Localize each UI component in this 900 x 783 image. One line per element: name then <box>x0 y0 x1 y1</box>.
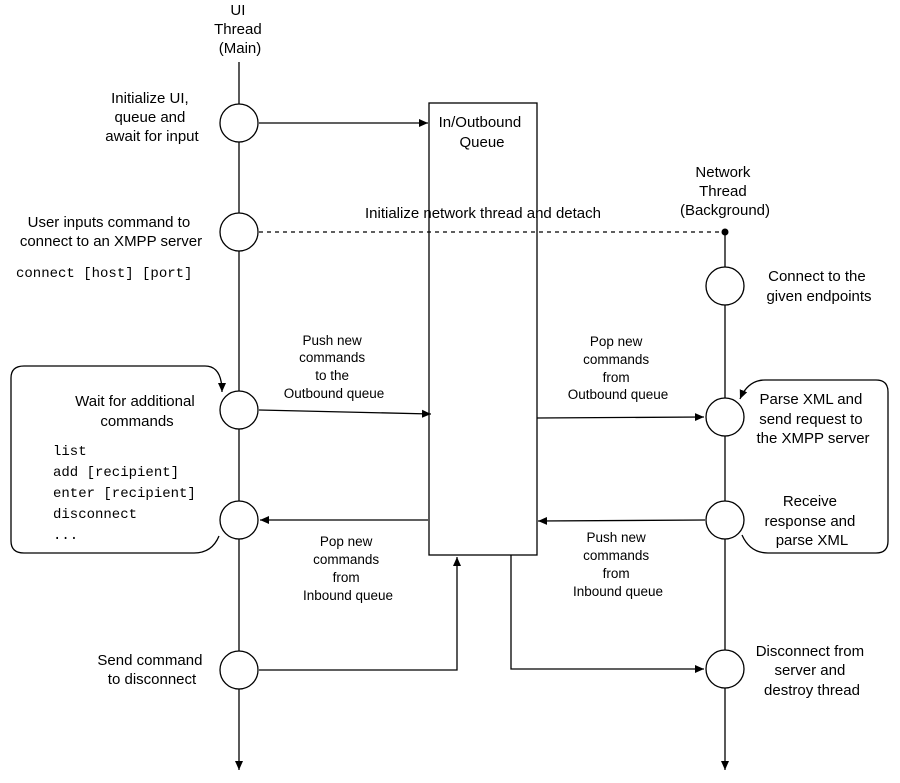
ui-node-connect <box>219 212 259 252</box>
ui-node-init <box>219 103 259 143</box>
ui-step-init: Initialize UI, queue and await for input <box>105 90 199 145</box>
ui-thread-title: UI Thread (Main) <box>214 2 266 57</box>
ui-loop-bracket <box>10 365 226 554</box>
network-node-parse <box>705 397 745 437</box>
network-step-receive: Receive response and parse XML <box>764 493 859 549</box>
ui-step-wait: Wait for additional commands <box>75 393 199 430</box>
edge-push-inbound <box>537 516 706 525</box>
network-thread-title: Network Thread (Background) <box>680 164 770 219</box>
label-push-outbound: Push new commands to the Outbound queue <box>284 333 385 401</box>
edge-pop-outbound <box>536 413 705 422</box>
queue-box <box>428 102 538 556</box>
ui-node-receive <box>219 500 259 540</box>
command-list: list add [recipient] enter [recipient] d… <box>53 444 204 544</box>
edge-push-outbound <box>258 409 432 418</box>
label-init-network: Initialize network thread and detach <box>365 205 601 222</box>
ui-step-connect: User inputs command to connect to an XMP… <box>20 214 202 250</box>
label-pop-outbound: Pop new commands from Outbound queue <box>568 334 669 402</box>
label-push-inbound: Push new commands from Inbound queue <box>573 530 663 599</box>
ui-node-wait <box>219 390 259 430</box>
connect-command: connect [host] [port] <box>16 266 192 282</box>
network-node-disconnect <box>705 649 745 689</box>
edge-queue-to-disconnect <box>510 555 704 673</box>
network-step-disconnect: Disconnect from server and destroy threa… <box>756 643 869 699</box>
edge-send-disconnect <box>259 557 461 671</box>
label-pop-inbound: Pop new commands from Inbound queue <box>303 534 393 603</box>
ui-node-send-disconnect <box>219 650 259 690</box>
network-node-receive <box>705 500 745 540</box>
queue-label: In/Outbound Queue <box>439 114 526 151</box>
network-step-parse: Parse XML and send request to the XMPP s… <box>756 391 869 447</box>
network-thread-start-dot <box>721 228 729 236</box>
network-node-connect <box>705 266 745 306</box>
network-loop-bracket <box>739 379 889 554</box>
network-step-connect: Connect to the given endpoints <box>766 268 871 305</box>
ui-step-send-disconnect: Send command to disconnect <box>97 652 206 688</box>
